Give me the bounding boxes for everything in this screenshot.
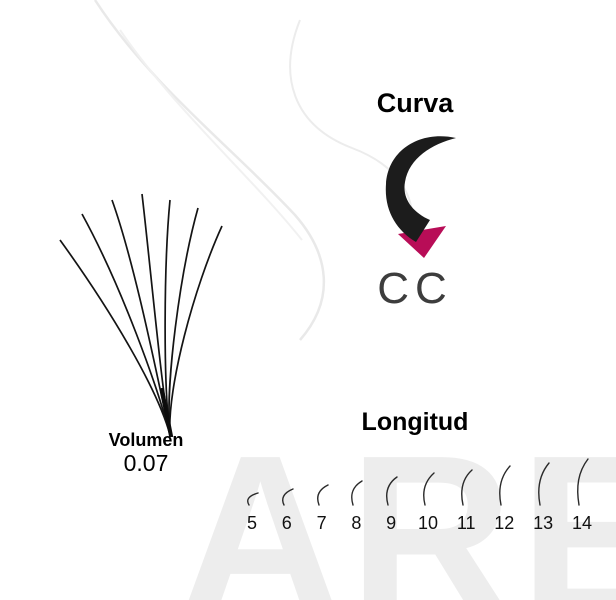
length-label: 5 xyxy=(246,513,257,533)
length-label: 8 xyxy=(351,513,362,533)
lash-length-icon xyxy=(351,480,364,506)
cc-curve-icon xyxy=(385,136,456,258)
length-item: 8 xyxy=(348,479,364,532)
lash-length-icon xyxy=(499,465,512,506)
length-label: 12 xyxy=(494,513,515,533)
curva-value: CC xyxy=(377,264,453,313)
lash-length-icon xyxy=(281,488,294,506)
lash-length-icon xyxy=(247,492,259,506)
curva-title: Curva xyxy=(376,88,454,118)
length-item: 14 xyxy=(572,457,592,532)
lash-fan-icon xyxy=(59,193,223,437)
length-scale: 5 6 7 8 9 10 11 12 xyxy=(244,452,592,532)
curve-hook-shape xyxy=(385,136,456,242)
length-label: 14 xyxy=(571,513,592,533)
longitud-title: Longitud xyxy=(361,408,469,436)
length-label: 11 xyxy=(456,513,476,533)
length-item: 10 xyxy=(418,471,438,532)
volumen-title: Volumen xyxy=(108,430,184,450)
lash-length-icon xyxy=(461,469,473,506)
length-item: 6 xyxy=(279,487,295,532)
length-item: 13 xyxy=(533,461,553,532)
length-item: 11 xyxy=(457,468,476,532)
length-label: 9 xyxy=(386,513,397,533)
length-label: 10 xyxy=(417,513,439,533)
length-item: 7 xyxy=(314,483,330,532)
lash-length-icon xyxy=(577,458,589,506)
lash-length-icon xyxy=(538,462,550,506)
length-item: 5 xyxy=(244,491,260,532)
length-item: 12 xyxy=(494,464,514,532)
lash-length-icon xyxy=(423,472,435,506)
lash-length-icon xyxy=(386,476,398,506)
length-label: 7 xyxy=(316,513,327,533)
lash-length-icon xyxy=(316,484,329,506)
watermark-text: ARE xyxy=(178,409,616,600)
volumen-value: 0.07 xyxy=(123,450,169,476)
length-label: 6 xyxy=(281,513,292,533)
length-label: 13 xyxy=(533,513,554,533)
length-item: 9 xyxy=(383,475,399,532)
